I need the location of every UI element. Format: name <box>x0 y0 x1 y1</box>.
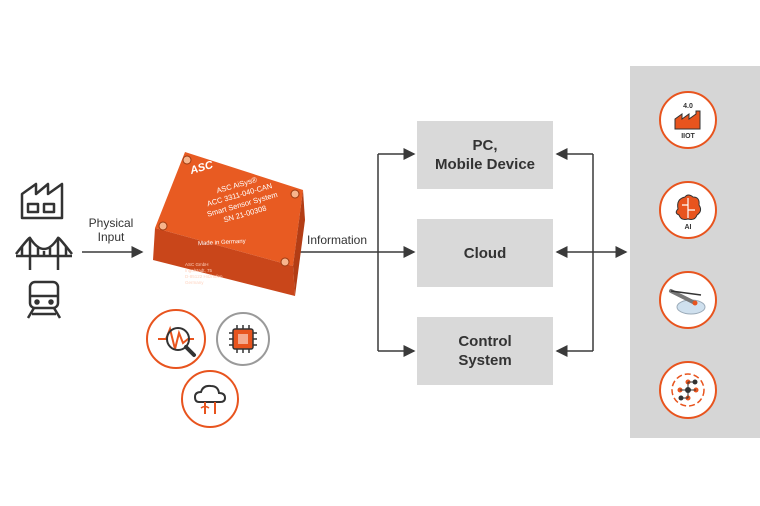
chip-icon <box>216 312 270 366</box>
target-pc-mobile: PC, Mobile Device <box>417 121 553 189</box>
sensor-device <box>153 152 305 296</box>
svg-text:AI: AI <box>685 224 692 231</box>
network-process-icon <box>659 361 717 419</box>
vibration-analysis-icon <box>146 309 206 369</box>
ai-brain-icon: AI <box>659 181 717 239</box>
iiot-factory-icon: 4.0 IIOT <box>659 91 717 149</box>
physical-input-label: Physical Input <box>88 216 134 244</box>
robot-arm-icon <box>659 271 717 329</box>
bridge-icon <box>15 236 73 270</box>
target-cloud: Cloud <box>417 219 553 287</box>
cloud-sensor-icon <box>181 370 239 428</box>
svg-text:4.0: 4.0 <box>683 103 693 110</box>
information-label: Information <box>306 233 368 247</box>
factory-icon <box>20 182 64 220</box>
svg-text:IIOT: IIOT <box>681 133 695 140</box>
target-control-system: Control System <box>417 317 553 385</box>
train-icon <box>26 280 62 319</box>
device-seal-text: ASC GmbH Ingolstadt, 75 D-85122 Hitzhofe… <box>185 262 223 285</box>
